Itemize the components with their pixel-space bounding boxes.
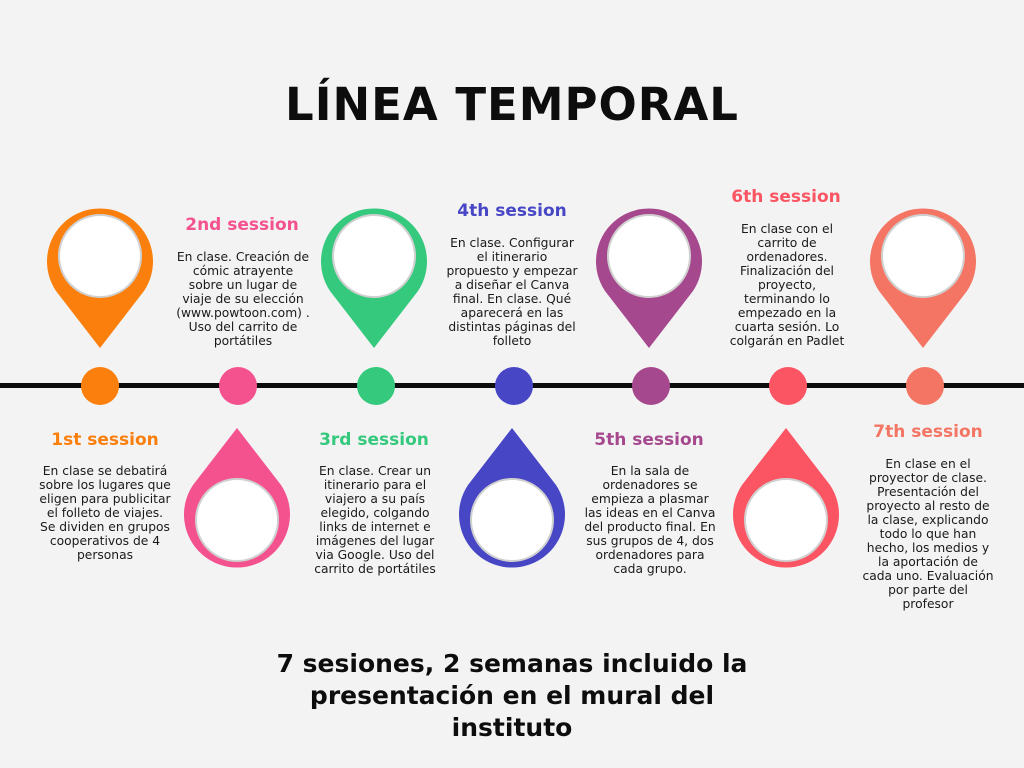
session-text-3: En clase. Crear un itinerario para el vi…	[314, 464, 436, 576]
session-text-4: En clase. Configurar el itinerario propu…	[446, 236, 578, 348]
session-text-1: En clase se debatirá sobre los lugares q…	[39, 464, 171, 562]
session-heading-7: 7th session	[873, 422, 983, 442]
session-heading-2: 2nd session	[185, 215, 299, 235]
drop-icon-4	[459, 428, 565, 570]
session-heading-3: 3rd session	[319, 430, 429, 450]
timeline-dot-6	[769, 367, 807, 405]
timeline-dot-2	[219, 367, 257, 405]
timeline-dot-4	[495, 367, 533, 405]
session-heading-1: 1st session	[51, 430, 159, 450]
location-pin-icon-1	[47, 206, 153, 348]
page-title: LÍNEA TEMPORAL	[285, 78, 739, 131]
drop-icon-2	[184, 428, 290, 570]
session-text-5: En la sala de ordenadores se empieza a p…	[584, 464, 716, 576]
timeline-dot-1	[81, 367, 119, 405]
location-pin-icon-3	[321, 206, 427, 348]
footer-summary: 7 sesiones, 2 semanas incluido la presen…	[276, 649, 748, 742]
timeline-dot-5	[632, 367, 670, 405]
location-pin-icon-5	[596, 206, 702, 348]
drop-icon-6	[733, 428, 839, 570]
session-text-7: En clase en el proyector de clase. Prese…	[862, 457, 994, 611]
timeline-dot-3	[357, 367, 395, 405]
session-heading-4: 4th session	[457, 201, 567, 221]
session-text-2: En clase. Creación de cómic atrayente so…	[176, 250, 310, 348]
timeline-dot-7	[906, 367, 944, 405]
session-heading-5: 5th session	[594, 430, 704, 450]
session-text-6: En clase con el carrito de ordenadores. …	[729, 222, 845, 348]
session-heading-6: 6th session	[731, 187, 841, 207]
location-pin-icon-7	[870, 206, 976, 348]
